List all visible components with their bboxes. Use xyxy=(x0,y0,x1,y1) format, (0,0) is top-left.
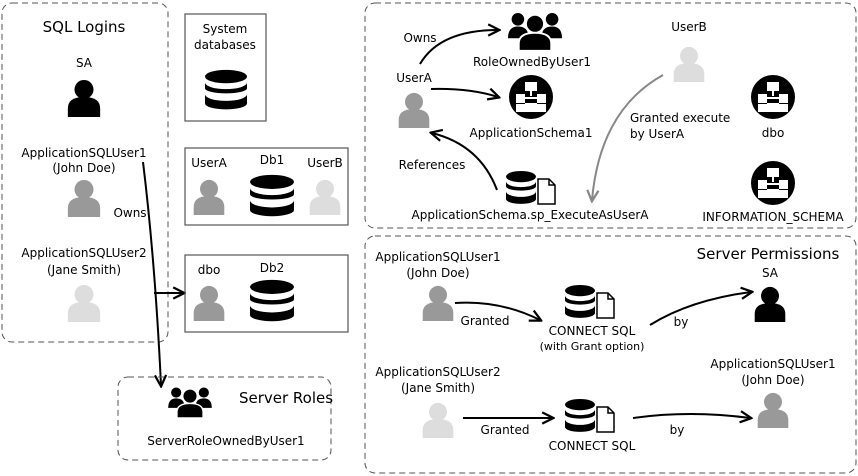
server-roles-group: Server Roles ServerRoleOwnedByUser1 xyxy=(117,376,333,461)
db1-user-a-person-icon[interactable] xyxy=(193,179,225,215)
detail-user-b-label: UserB xyxy=(671,20,707,34)
database-detail-group: UserA Owns RoleOwnedByUser1 ApplicationS… xyxy=(364,2,857,229)
db2-dbo-person-icon[interactable] xyxy=(193,285,225,321)
login-user1-name: ApplicationSQLUser1 xyxy=(21,146,146,160)
owns-role-arrow xyxy=(142,161,161,385)
granted-execute-arrow xyxy=(592,74,664,200)
db2-user-label: dbo xyxy=(198,263,221,277)
grantee2-person: (Jane Smith) xyxy=(401,381,475,395)
owns-label: Owns xyxy=(113,206,146,220)
sql-logins-title: SQL Logins xyxy=(43,18,126,36)
grantee1-name: ApplicationSQLUser1 xyxy=(375,250,500,264)
permission1-icon[interactable] xyxy=(565,285,614,318)
permission1-name: CONNECT SQL xyxy=(549,324,636,338)
grantee2-person-icon[interactable] xyxy=(422,402,454,438)
server-roles-title: Server Roles xyxy=(239,389,333,407)
information-schema-name: INFORMATION_SCHEMA xyxy=(702,210,844,224)
login-user2-person-icon[interactable] xyxy=(67,284,101,322)
login-user1-person: (John Doe) xyxy=(52,161,115,175)
system-databases-box[interactable]: System databases xyxy=(184,13,267,122)
references-label: References xyxy=(399,158,466,172)
server-role-group-icon[interactable] xyxy=(168,386,212,418)
sql-logins-group: SQL Logins SA ApplicationSQLUser1 (John … xyxy=(1,2,169,343)
db1-user-b-label: UserB xyxy=(307,156,343,170)
owns-schema-arrow xyxy=(430,89,498,97)
dbo-schema-name: dbo xyxy=(762,126,785,140)
by2-label: by xyxy=(670,423,685,437)
db2-box[interactable]: dbo Db2 xyxy=(184,254,349,333)
db1-database-icon xyxy=(250,174,294,217)
db2-database-icon xyxy=(250,279,294,322)
server-permissions-title: Server Permissions xyxy=(697,245,840,263)
information-schema-icon[interactable] xyxy=(751,161,795,205)
system-databases-label-2: databases xyxy=(194,38,256,52)
login-user2-name: ApplicationSQLUser2 xyxy=(21,246,146,260)
granted1-label: Granted xyxy=(461,314,510,328)
grantor1-person-icon[interactable] xyxy=(754,286,786,322)
by2-arrow xyxy=(632,414,750,418)
grantee1-person: (John Doe) xyxy=(406,266,469,280)
sql-logins-container xyxy=(1,2,169,343)
db1-user-b-person-icon[interactable] xyxy=(309,179,341,215)
detail-user-b-person-icon[interactable] xyxy=(673,46,705,82)
login-user2-person: (Jane Smith) xyxy=(47,263,121,277)
schema-name: ApplicationSchema1 xyxy=(470,126,593,140)
login-sa-label: SA xyxy=(76,56,93,70)
database-icon xyxy=(205,69,247,110)
detail-user-a-person-icon[interactable] xyxy=(398,92,430,128)
granted1-arrow xyxy=(454,301,540,320)
permission2-icon[interactable] xyxy=(565,399,614,432)
grantee2-name: ApplicationSQLUser2 xyxy=(375,365,500,379)
grantor1-name: SA xyxy=(762,266,779,280)
db1-user-a-label: UserA xyxy=(191,156,227,170)
permission2-name: CONNECT SQL xyxy=(549,439,636,453)
stored-procedure-icon[interactable] xyxy=(506,171,555,204)
by1-label: by xyxy=(674,315,689,329)
detail-owns-label: Owns xyxy=(403,31,436,45)
role-name: RoleOwnedByUser1 xyxy=(473,55,591,69)
db1-name: Db1 xyxy=(260,153,285,167)
schema-icon[interactable] xyxy=(509,75,553,119)
grantor2-name: ApplicationSQLUser1 xyxy=(710,357,835,371)
permission1-grant-option: (with Grant option) xyxy=(540,340,645,353)
dbo-schema-icon[interactable] xyxy=(751,75,795,119)
db1-box[interactable]: UserA Db1 UserB xyxy=(184,147,349,226)
grantor2-person: (John Doe) xyxy=(741,373,804,387)
granted2-label: Granted xyxy=(481,423,530,437)
owns-role-arrow-detail xyxy=(419,30,498,65)
grantor2-person-icon[interactable] xyxy=(757,392,789,428)
system-databases-label-1: System xyxy=(203,22,248,36)
by1-arrow xyxy=(649,292,751,326)
detail-user-a-label: UserA xyxy=(396,71,432,85)
references-arrow xyxy=(432,133,498,191)
server-role-name: ServerRoleOwnedByUser1 xyxy=(147,434,304,448)
granted-execute-label-2: by UserA xyxy=(630,127,685,141)
role-group-icon[interactable] xyxy=(508,12,562,52)
login-sa-person-icon[interactable] xyxy=(67,79,101,117)
grantee1-person-icon[interactable] xyxy=(422,285,454,321)
procedure-name: ApplicationSchema.sp_ExecuteAsUserA xyxy=(412,208,650,222)
login-user1-person-icon[interactable] xyxy=(67,179,101,217)
server-permissions-group: Server Permissions ApplicationSQLUser1 (… xyxy=(364,235,857,474)
db2-name: Db2 xyxy=(260,261,285,275)
granted-execute-label-1: Granted execute xyxy=(630,111,730,125)
